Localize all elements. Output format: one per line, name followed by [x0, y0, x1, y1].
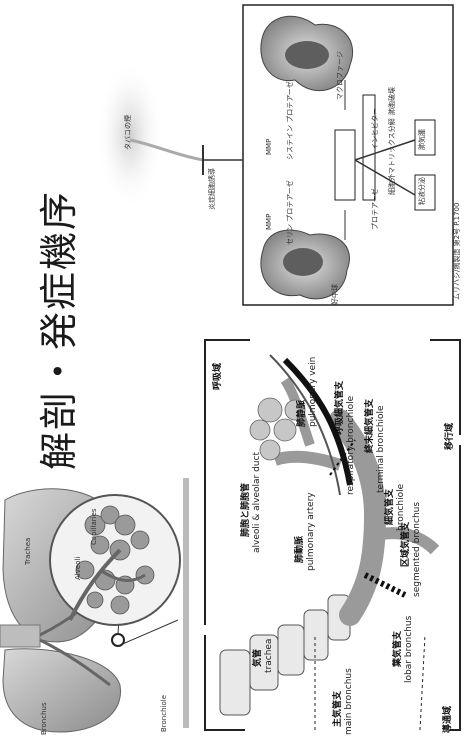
- label-mmp-right: MMP: [265, 138, 273, 155]
- label-main-bronchus-en: main bronchus: [344, 668, 354, 735]
- label-bronchiole-jp: 細気管支: [385, 488, 395, 525]
- label-segmented-bronchus-en: segmented bronchus: [412, 501, 422, 597]
- zone-respiratory: 呼吸域: [213, 362, 223, 390]
- label-ecm-breakdown: 細胞外マトリックス分解: [388, 118, 396, 195]
- separator-bar: [183, 478, 189, 728]
- label-terminal-bronchiole-jp: 終末細気管支: [365, 398, 375, 453]
- label-main-bronchus-jp: 主気管支: [333, 690, 343, 727]
- label-alveoli: Alveoli: [74, 556, 82, 580]
- lung-illustration: Trachea Bronchus Alveoli Bronchiole Capi…: [0, 470, 185, 737]
- airway-diagram: 導通域 移行域 呼吸域 気管 trachea 主気管支 main bronchu…: [190, 335, 465, 735]
- label-respiratory-bronchiole-jp: 呼吸細気管支: [335, 380, 345, 435]
- label-bronchus: Bronchus: [40, 702, 48, 735]
- label-bronchiole: Bronchiole: [160, 694, 168, 732]
- label-alveoli-en: alveoli & alveolar duct: [252, 452, 262, 553]
- airway-drawing: [204, 339, 461, 731]
- label-pulmonary-vein-jp: 肺静脈: [297, 399, 307, 427]
- mechanism-drawing: [96, 4, 454, 306]
- label-emphysema: 肺気腫: [418, 129, 426, 150]
- label-inflammation: 炎症細胞誘導: [208, 168, 216, 210]
- page-title: 解剖・発症機序: [37, 189, 81, 470]
- label-lobar-bronchus-jp: 葉気管支: [393, 630, 403, 667]
- label-trachea-jp: 気管: [253, 648, 263, 667]
- lung-drawing: [0, 488, 181, 733]
- label-mmp-left: MMP: [265, 213, 273, 230]
- label-trachea-en: trachea: [264, 638, 274, 673]
- zone-conducting: 導通域: [443, 705, 453, 733]
- mechanism-diagram: タバコの煙 炎症細胞誘導 マクロファージ 好中球 MMP システイン プロテアー…: [95, 0, 465, 330]
- label-protease: プロテアーゼ: [371, 188, 379, 230]
- citation: ムリハシ/病製造 第2号 P.1700: [453, 202, 461, 300]
- label-capillaries: Capillaries: [90, 508, 98, 545]
- label-alveolar-destruction: 肺胞破壊: [388, 87, 396, 115]
- label-pulmonary-artery-jp: 肺動脈: [295, 535, 305, 563]
- label-mucus: 粘液分泌: [418, 177, 426, 205]
- label-terminal-bronchiole-en: terminal bronchiole: [376, 405, 386, 493]
- label-inhibitor: インヒビター: [371, 108, 379, 150]
- label-cysteine-protease: システイン プロテアーゼ: [286, 81, 294, 160]
- zone-transitional: 移行域: [445, 422, 455, 450]
- label-lobar-bronchus-en: lobar bronchus: [404, 615, 414, 683]
- label-respiratory-bronchiole-en: respiratory bronchiole: [346, 395, 356, 495]
- label-pulmonary-artery-en: pulmonary artery: [306, 492, 316, 571]
- label-serine-protease: セリン プロテアーゼ: [286, 180, 294, 245]
- label-trachea: Trachea: [24, 537, 32, 565]
- label-cigarette: タバコの煙: [124, 115, 132, 150]
- label-bronchiole-en: bronchiole: [396, 483, 406, 531]
- label-alveoli-jp: 肺胞と肺胞管: [241, 482, 251, 537]
- label-pulmonary-vein-en: pulmonary vein: [308, 356, 318, 427]
- label-macrophage: マクロファージ: [336, 51, 344, 100]
- label-neutrophil: 好中球: [331, 284, 339, 305]
